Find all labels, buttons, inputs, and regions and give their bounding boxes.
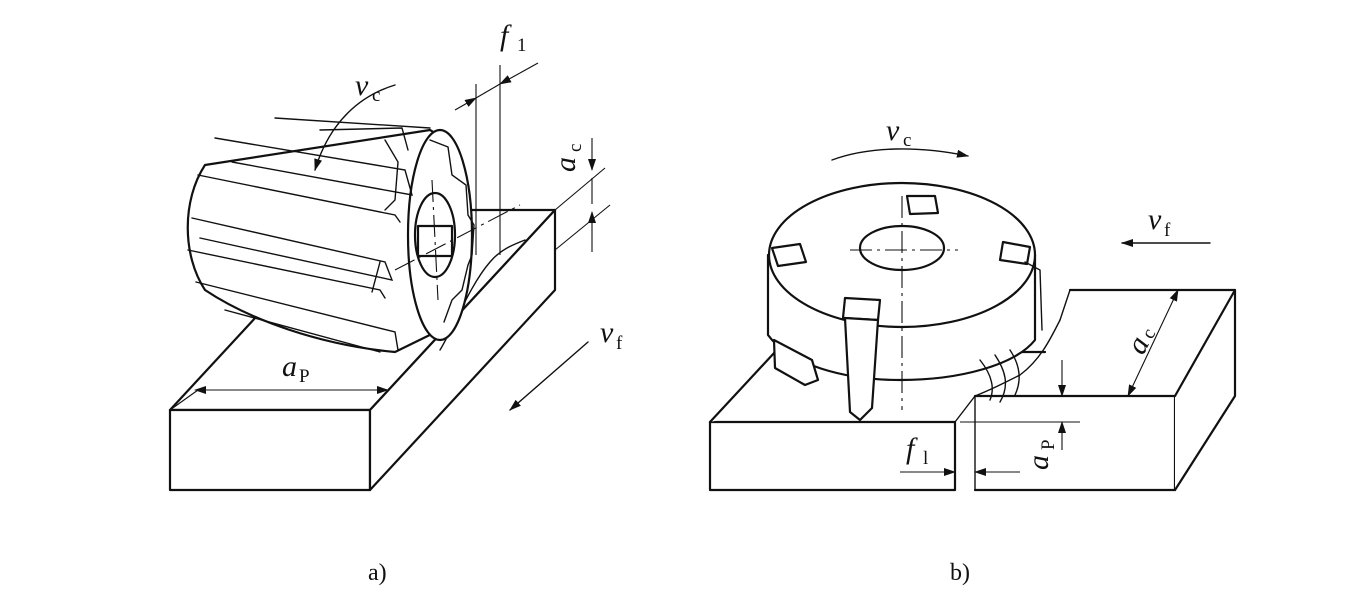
vertical-centerline-a	[431, 179, 439, 301]
caption-a: a)	[368, 560, 387, 586]
vc-label-b: v	[886, 114, 900, 147]
cutting-width-dimension-a: a c	[549, 138, 611, 252]
ap-label-a: a	[282, 350, 297, 383]
ac-sub-a: c	[565, 144, 586, 152]
vf-sub-b: f	[1164, 220, 1171, 241]
vf-sub-a: f	[616, 333, 623, 354]
feed-speed-annotation-b: v f	[1121, 203, 1211, 247]
figure-a: v c f 1 a c v f	[168, 19, 623, 586]
cutting-speed-annotation-b: v c	[831, 114, 969, 161]
depth-dimension-b: a P	[960, 360, 1080, 470]
axis-centerline-a	[394, 204, 521, 271]
ac-label-a: a	[549, 157, 582, 172]
ap-sub-b: P	[1038, 439, 1059, 450]
caption-b: b)	[950, 560, 970, 586]
f1-sub-a: 1	[517, 35, 527, 56]
vc-label-a: v	[355, 69, 369, 102]
depth-dimension-a: a P	[169, 350, 389, 411]
vf-label-b: v	[1148, 203, 1162, 236]
vc-sub-b: c	[903, 130, 911, 151]
helical-cutter	[186, 117, 475, 354]
cutting-speed-annotation-a: v c	[314, 69, 396, 171]
vc-sub-a: c	[372, 85, 380, 106]
ap-sub-a: P	[299, 366, 310, 387]
vf-label-a: v	[600, 316, 614, 349]
figure-b: v c v f a c a P f l	[708, 114, 1237, 586]
feed-speed-annotation-a: v f	[509, 316, 623, 411]
f1-sub-b: l	[923, 448, 928, 469]
cutting-width-dimension-b: a c	[1120, 289, 1179, 397]
ap-label-b: a	[1022, 455, 1055, 470]
f1-label-a: f	[500, 19, 512, 52]
